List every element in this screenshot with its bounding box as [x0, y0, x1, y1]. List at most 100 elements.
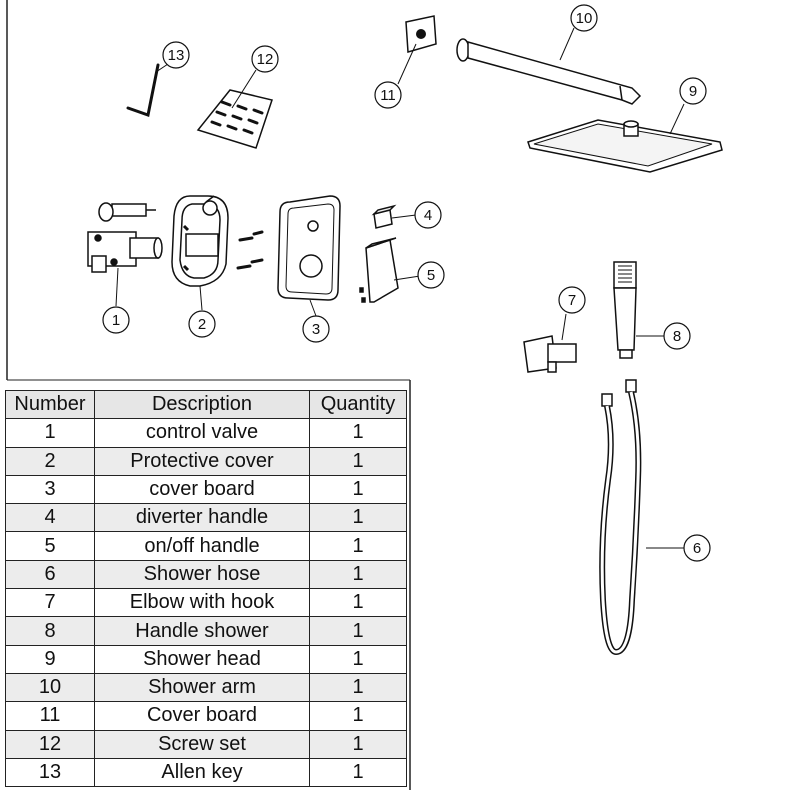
cell-number: 7: [5, 588, 95, 618]
svg-text:10: 10: [576, 10, 593, 27]
callout-12: 12: [251, 45, 279, 73]
svg-text:6: 6: [693, 540, 701, 557]
shower-hose-drawing: [599, 379, 642, 656]
cell-description: Screw set: [94, 729, 310, 759]
cell-description: Cover board: [94, 701, 310, 731]
cell-quantity: 1: [309, 418, 407, 448]
cell-description: Shower hose: [94, 559, 310, 590]
callout-9: 9: [679, 77, 707, 105]
cell-number: 3: [5, 474, 95, 505]
callout-11: 11: [374, 81, 402, 109]
cell-number: 5: [5, 531, 95, 561]
handle-shower-drawing: [613, 261, 637, 359]
header-number: Number: [5, 389, 95, 420]
allen-key-drawing: [126, 63, 160, 117]
diverter-handle-drawing: [371, 204, 397, 229]
mounting-screws-drawing: [236, 230, 264, 270]
cell-quantity: 1: [309, 616, 407, 646]
callout-10: 10: [570, 4, 598, 32]
cell-number: 4: [5, 503, 95, 533]
svg-text:5: 5: [427, 267, 435, 284]
cell-number: 8: [5, 616, 95, 646]
header-description: Description: [94, 389, 310, 420]
small-cover-board-drawing: [405, 15, 437, 53]
cell-quantity: 1: [309, 729, 407, 759]
table-header-row: Number Description Quantity: [5, 389, 407, 420]
cell-quantity: 1: [309, 644, 407, 674]
cell-description: control valve: [94, 418, 310, 448]
svg-text:8: 8: [673, 328, 681, 345]
svg-text:13: 13: [168, 47, 185, 64]
protective-cover-drawing: [171, 195, 229, 287]
svg-text:9: 9: [689, 83, 697, 100]
cell-quantity: 1: [309, 588, 407, 618]
callout-1: 1: [102, 306, 130, 334]
cell-description: on/off handle: [94, 531, 310, 561]
svg-text:4: 4: [424, 207, 432, 224]
cover-board-drawing: [277, 195, 341, 301]
cell-quantity: 1: [309, 559, 407, 590]
callout-2: 2: [188, 310, 216, 338]
shower-head-drawing: [527, 119, 723, 173]
cell-quantity: 1: [309, 446, 407, 476]
callout-6: 6: [683, 534, 711, 562]
cell-number: 9: [5, 644, 95, 674]
control-valve-drawing: [87, 202, 163, 273]
cell-description: cover board: [94, 474, 310, 505]
callout-3: 3: [302, 315, 330, 343]
leader-lines: [115, 27, 685, 549]
cell-number: 6: [5, 559, 95, 590]
cell-quantity: 1: [309, 757, 407, 788]
svg-text:7: 7: [568, 292, 576, 309]
callout-5: 5: [417, 261, 445, 289]
cell-description: Allen key: [94, 757, 310, 788]
svg-text:3: 3: [312, 321, 320, 338]
cell-quantity: 1: [309, 503, 407, 533]
cell-quantity: 1: [309, 672, 407, 703]
cell-number: 12: [5, 729, 95, 759]
cell-number: 11: [5, 701, 95, 731]
cell-number: 1: [5, 418, 95, 448]
callout-13: 13: [162, 41, 190, 69]
svg-text:11: 11: [380, 87, 396, 104]
cell-description: Shower arm: [94, 672, 310, 703]
cell-description: diverter handle: [94, 503, 310, 533]
elbow-with-hook-drawing: [523, 335, 577, 373]
svg-text:2: 2: [198, 316, 206, 333]
svg-text:12: 12: [257, 51, 274, 68]
cell-description: Handle shower: [94, 616, 310, 646]
callout-7: 7: [558, 286, 586, 314]
cell-number: 13: [5, 757, 95, 788]
on-off-handle-drawing: [359, 237, 399, 303]
callout-4: 4: [414, 201, 442, 229]
header-quantity: Quantity: [309, 389, 407, 420]
cell-description: Shower head: [94, 644, 310, 674]
screw-set-drawing: [196, 89, 273, 149]
shower-arm-drawing: [456, 38, 642, 105]
cell-quantity: 1: [309, 531, 407, 561]
cell-description: Protective cover: [94, 446, 310, 476]
cell-quantity: 1: [309, 474, 407, 505]
callout-8: 8: [663, 322, 691, 350]
cell-quantity: 1: [309, 701, 407, 731]
cell-description: Elbow with hook: [94, 588, 310, 618]
svg-text:1: 1: [112, 312, 120, 329]
cell-number: 10: [5, 672, 95, 703]
cell-number: 2: [5, 446, 95, 476]
